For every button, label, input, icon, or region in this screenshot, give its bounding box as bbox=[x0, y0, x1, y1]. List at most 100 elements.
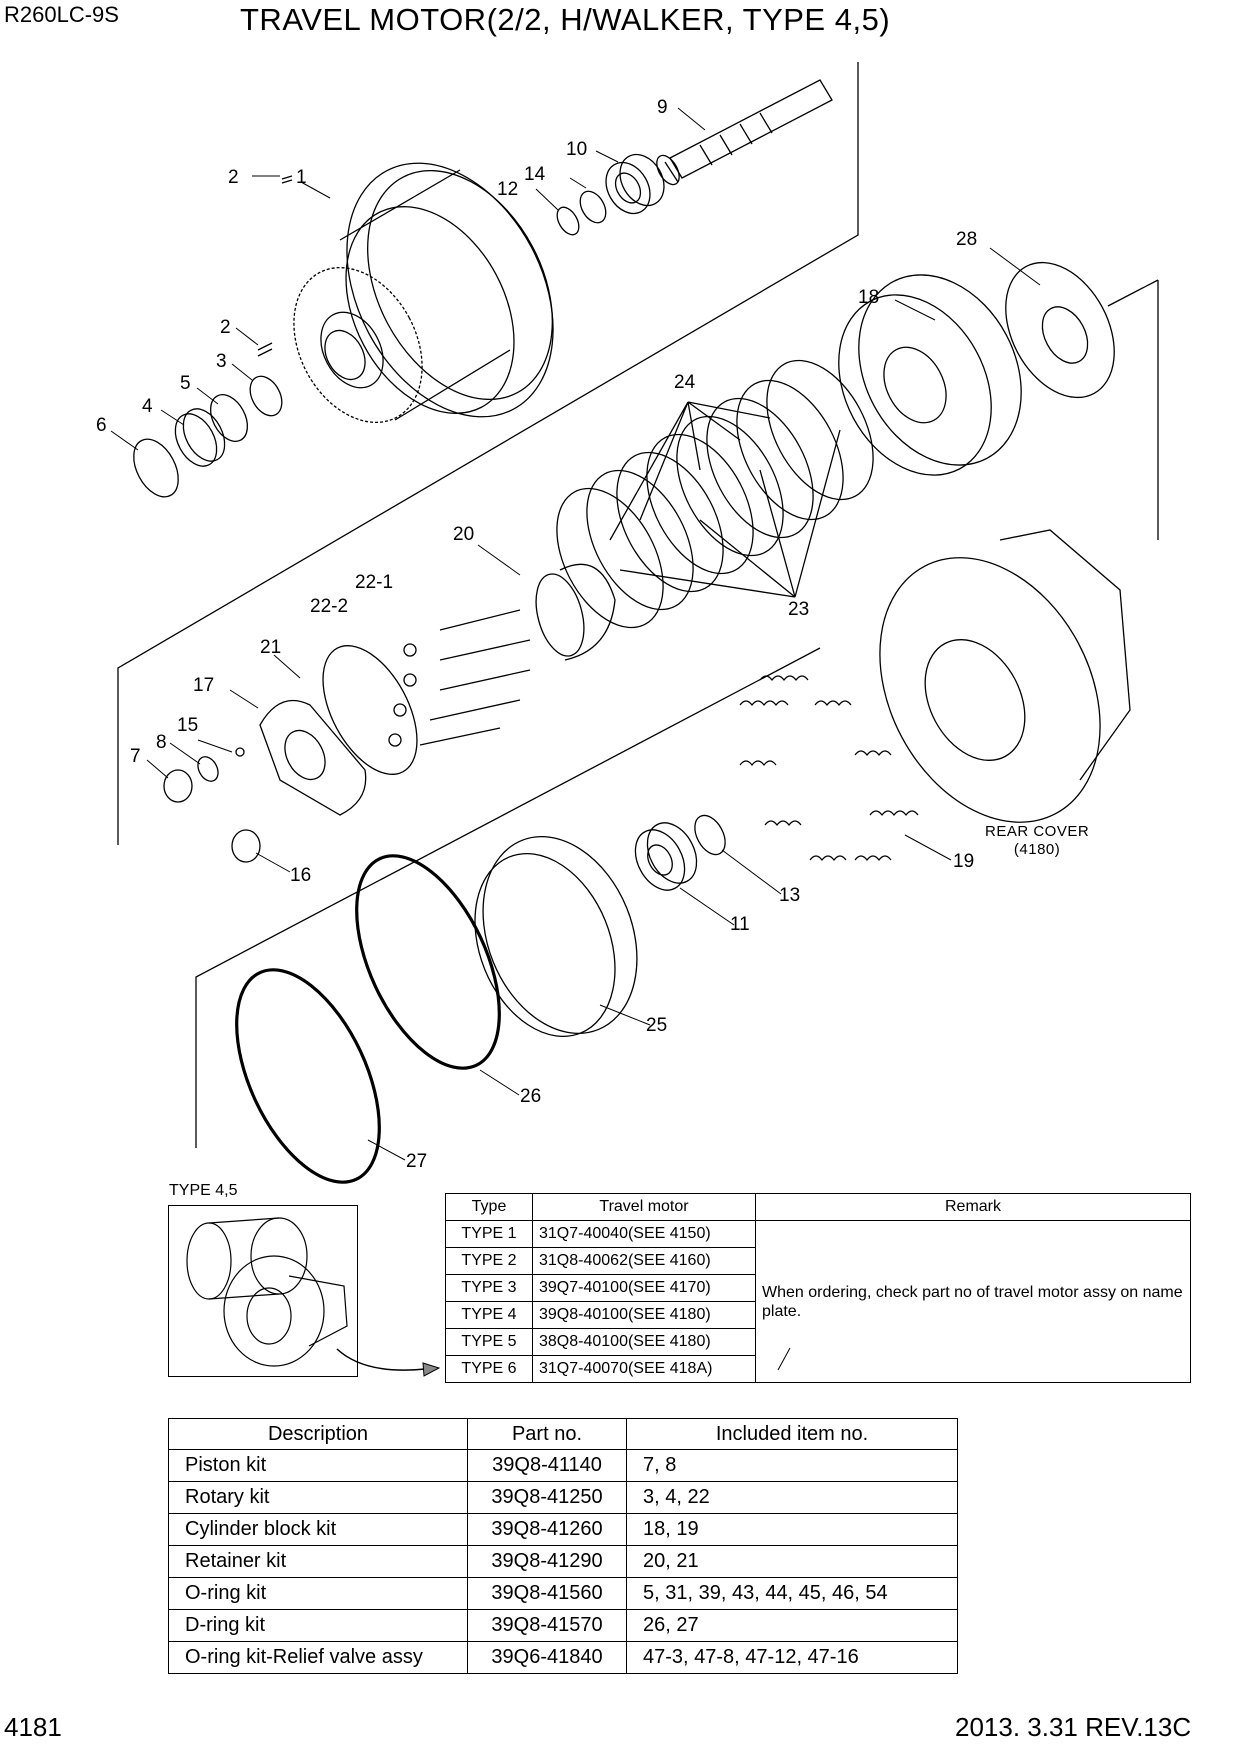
callout-label: 1 bbox=[296, 167, 307, 188]
part-no-cell: 39Q8-41570 bbox=[467, 1609, 627, 1642]
seal-4 bbox=[174, 408, 226, 467]
table-row: O-ring kit 39Q8-41560 5, 31, 39, 43, 44,… bbox=[168, 1577, 958, 1610]
pin-2-top bbox=[281, 175, 293, 184]
items-cell: 26, 27 bbox=[626, 1609, 958, 1642]
callout-label: 4 bbox=[142, 396, 153, 417]
callout-label: 2 bbox=[228, 167, 239, 188]
spline-20 bbox=[535, 563, 616, 661]
rear-cover-drawing bbox=[879, 529, 1131, 823]
callout-label: 20 bbox=[453, 524, 475, 545]
header-included-items: Included item no. bbox=[626, 1418, 958, 1450]
type-cell: TYPE 6 bbox=[445, 1355, 533, 1383]
motor-thumbnail bbox=[168, 1205, 358, 1377]
callout-label: 10 bbox=[566, 139, 588, 160]
rear-cover-label: REAR COVER (4180) bbox=[985, 823, 1089, 859]
bush-16 bbox=[231, 829, 261, 863]
items-cell: 3, 4, 22 bbox=[626, 1481, 958, 1514]
table-row: Retainer kit 39Q8-41290 20, 21 bbox=[168, 1545, 958, 1578]
part-no-cell: 39Q8-41250 bbox=[467, 1481, 627, 1514]
callout-label: 5 bbox=[180, 373, 191, 394]
motor-cell: 39Q7-40100(SEE 4170) bbox=[532, 1274, 756, 1302]
springs-19 bbox=[739, 675, 919, 861]
table-row: D-ring kit 39Q8-41570 26, 27 bbox=[168, 1609, 958, 1642]
callout-label: 17 bbox=[193, 675, 215, 696]
callout-label: 22-2 bbox=[310, 596, 349, 617]
table-row: Rotary kit 39Q8-41250 3, 4, 22 bbox=[168, 1481, 958, 1514]
description-cell: Cylinder block kit bbox=[168, 1513, 468, 1546]
pistons-22 bbox=[388, 609, 531, 747]
motor-cell: 31Q7-40040(SEE 4150) bbox=[532, 1220, 756, 1248]
callout-label: 28 bbox=[956, 229, 978, 250]
table-row: Piston kit 39Q8-41140 7, 8 bbox=[168, 1449, 958, 1482]
model-code: R260LC-9S bbox=[4, 2, 119, 27]
header-remark: Remark bbox=[755, 1193, 1191, 1221]
callout-label: 27 bbox=[406, 1151, 428, 1172]
description-cell: D-ring kit bbox=[168, 1609, 468, 1642]
snap-ring-6 bbox=[133, 438, 179, 498]
type-4-5-label: TYPE 4,5 bbox=[169, 1182, 238, 1199]
callout-label: 15 bbox=[177, 715, 199, 736]
type-table: Type Travel motor Remark TYPE 1 31Q7-400… bbox=[445, 1193, 1191, 1383]
callout-label: 16 bbox=[290, 865, 312, 886]
table-row: TYPE 1 31Q7-40040(SEE 4150) When orderin… bbox=[445, 1220, 1191, 1383]
description-cell: Retainer kit bbox=[168, 1545, 468, 1578]
page-number: 4181 bbox=[4, 1712, 62, 1742]
type-cell: TYPE 4 bbox=[445, 1301, 533, 1329]
page-title: TRAVEL MOTOR(2/2, H/WALKER, TYPE 4,5) bbox=[240, 2, 891, 37]
description-cell: O-ring kit-Relief valve assy bbox=[168, 1641, 468, 1674]
d-ring-27 bbox=[235, 968, 381, 1184]
callout-label: 14 bbox=[524, 164, 546, 185]
part-no-cell: 39Q8-41140 bbox=[467, 1449, 627, 1482]
snap-ring-13 bbox=[694, 814, 726, 856]
swash-17 bbox=[259, 699, 367, 816]
ring-14 bbox=[579, 190, 607, 224]
ball-15 bbox=[235, 747, 245, 757]
callout-label: 2 bbox=[220, 317, 231, 338]
header-description: Description bbox=[168, 1418, 468, 1450]
table-row: TYPE 4 39Q8-40100(SEE 4180) bbox=[445, 1301, 1191, 1329]
pin-2 bbox=[257, 342, 273, 357]
type-table-header: Type Travel motor Remark bbox=[445, 1193, 1191, 1221]
motor-cell: 31Q7-40070(SEE 418A) bbox=[532, 1355, 756, 1383]
callout-label: 21 bbox=[260, 637, 282, 658]
callout-label: 6 bbox=[96, 415, 107, 436]
panel-outlines bbox=[117, 62, 1159, 1148]
table-row: Cylinder block kit 39Q8-41260 18, 19 bbox=[168, 1513, 958, 1546]
part-no-cell: 39Q8-41290 bbox=[467, 1545, 627, 1578]
type-cell: TYPE 1 bbox=[445, 1220, 533, 1248]
pointer-arrow-icon bbox=[336, 1348, 441, 1377]
header-part-no: Part no. bbox=[467, 1418, 627, 1450]
items-cell: 47-3, 47-8, 47-12, 47-16 bbox=[626, 1641, 958, 1674]
header-type: Type bbox=[445, 1193, 533, 1221]
cylinder-block-18 bbox=[838, 274, 1022, 476]
callout-label: 9 bbox=[657, 97, 668, 118]
motor-cell: 39Q8-40100(SEE 4180) bbox=[532, 1301, 756, 1329]
items-cell: 7, 8 bbox=[626, 1449, 958, 1482]
table-row: TYPE 5 38Q8-40100(SEE 4180) bbox=[445, 1328, 1191, 1356]
leader-lines bbox=[110, 107, 1041, 1371]
table-row: TYPE 3 39Q7-40100(SEE 4170) bbox=[445, 1274, 1191, 1302]
description-cell: Piston kit bbox=[168, 1449, 468, 1482]
callout-label: 13 bbox=[779, 885, 801, 906]
piston-7 bbox=[163, 769, 193, 803]
remark-cell: When ordering, check part no of travel m… bbox=[755, 1220, 1191, 1383]
callout-label: 11 bbox=[730, 914, 750, 935]
piston-25 bbox=[474, 836, 638, 1038]
part-no-cell: 39Q6-41840 bbox=[467, 1641, 627, 1674]
items-cell: 18, 19 bbox=[626, 1513, 958, 1546]
bearing-11 bbox=[634, 822, 698, 891]
oring-8 bbox=[197, 756, 219, 782]
kit-table: Description Part no. Included item no. P… bbox=[168, 1418, 958, 1674]
rear-cover-title: REAR COVER bbox=[985, 823, 1090, 840]
housing-1 bbox=[293, 162, 554, 424]
plate-28 bbox=[1005, 261, 1115, 399]
disc-stack-23 bbox=[556, 359, 874, 629]
callout-label: 7 bbox=[130, 746, 141, 767]
type-cell: TYPE 3 bbox=[445, 1274, 533, 1302]
rear-cover-ref: (4180) bbox=[1013, 841, 1061, 858]
callout-label: 26 bbox=[520, 1086, 542, 1107]
callout-label: 25 bbox=[646, 1015, 668, 1036]
type-cell: TYPE 2 bbox=[445, 1247, 533, 1275]
type-cell: TYPE 5 bbox=[445, 1328, 533, 1356]
